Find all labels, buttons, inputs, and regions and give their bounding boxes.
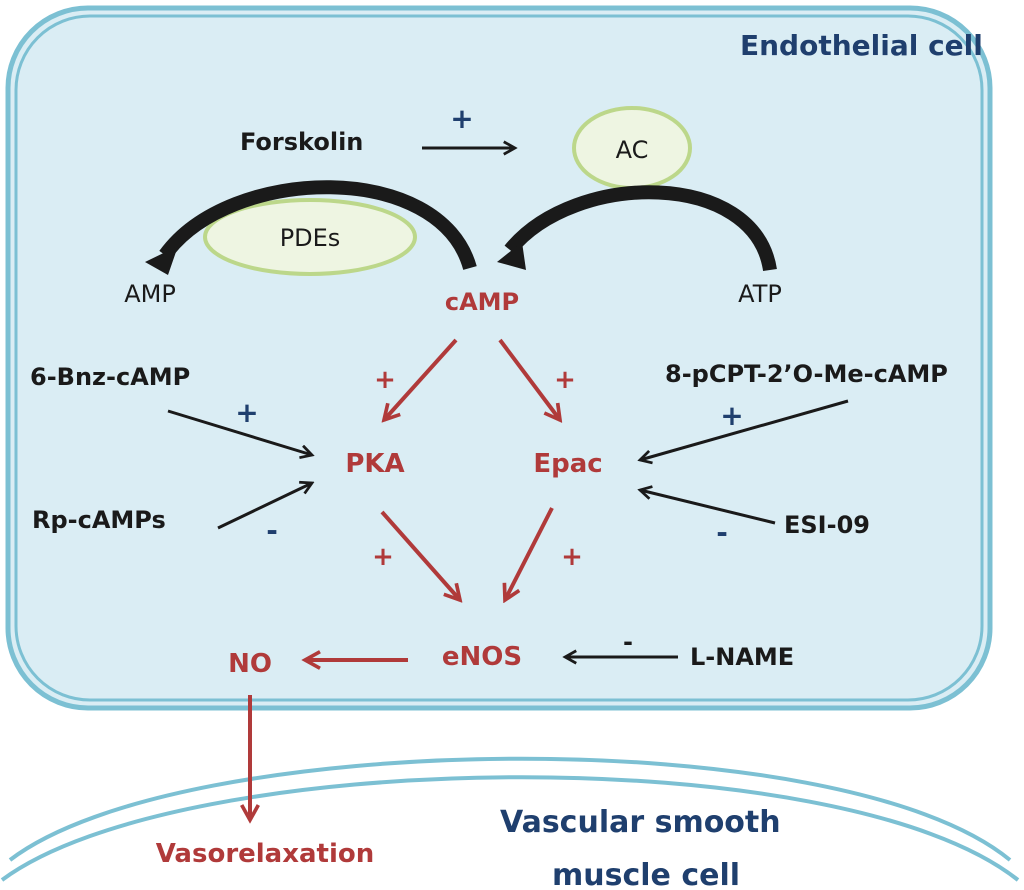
endothelial-membrane-inner xyxy=(14,14,984,702)
esi09-label: ESI-09 xyxy=(784,511,870,539)
epac-label: Epac xyxy=(533,449,602,479)
pka-enos-sign: + xyxy=(372,542,394,572)
camp-to-amp-arrow xyxy=(159,180,477,271)
amp-label: AMP xyxy=(124,280,176,308)
camp-epac-sign: + xyxy=(554,365,576,395)
pdes-label: PDEs xyxy=(280,224,341,252)
forskolin-ac-sign: + xyxy=(450,102,473,135)
bnz-pka-sign: + xyxy=(235,396,258,429)
esi-epac-sign: - xyxy=(716,516,728,549)
atp-label: ATP xyxy=(738,280,782,308)
epac-enos-arrow xyxy=(505,507,554,600)
forskolin-label: Forskolin xyxy=(240,128,363,156)
bnz-pka-arrow xyxy=(167,409,312,455)
ac-label: AC xyxy=(616,136,649,164)
endothelial-membrane-outer xyxy=(5,5,993,711)
camp-pka-sign: + xyxy=(374,365,396,395)
atp-to-camp-arrowhead xyxy=(497,242,526,270)
pka-label: PKA xyxy=(345,449,404,479)
camp-epac-arrow xyxy=(498,338,560,420)
pcpt-epac-arrow xyxy=(640,399,849,460)
l-name-label: L-NAME xyxy=(690,643,794,671)
rp-pka-arrow xyxy=(217,483,312,530)
pcpt-label: 8-pCPT-2’O-Me-cAMP xyxy=(665,360,948,388)
pcpt-epac-sign: + xyxy=(720,399,743,432)
endothelial-cell-label: Endothelial cell xyxy=(740,29,983,62)
pdes-enzyme xyxy=(203,198,417,276)
atp-to-camp-arrow xyxy=(504,185,777,272)
vsmc-membrane xyxy=(0,756,1020,882)
endothelial-cell xyxy=(5,5,993,711)
vsmc-label-line1: Vascular smooth xyxy=(500,805,781,840)
camp-to-amp-arrowhead xyxy=(145,246,178,275)
vasorelaxation-label: Vasorelaxation xyxy=(156,839,375,869)
camp-label: cAMP xyxy=(445,288,519,316)
enos-label: eNOS xyxy=(442,642,522,672)
vsmc-label-line2: muscle cell xyxy=(552,858,740,890)
camp-pka-arrow xyxy=(384,338,458,420)
pka-enos-arrow xyxy=(380,510,460,600)
epac-enos-sign: + xyxy=(561,542,583,572)
bnz-camp-label: 6-Bnz-cAMP xyxy=(30,363,190,391)
esi-epac-arrow xyxy=(640,490,776,525)
lname-enos-sign: - xyxy=(623,628,633,656)
rp-pka-sign: - xyxy=(266,514,278,547)
no-label: NO xyxy=(228,649,272,679)
rp-camps-label: Rp-cAMPs xyxy=(32,506,166,534)
